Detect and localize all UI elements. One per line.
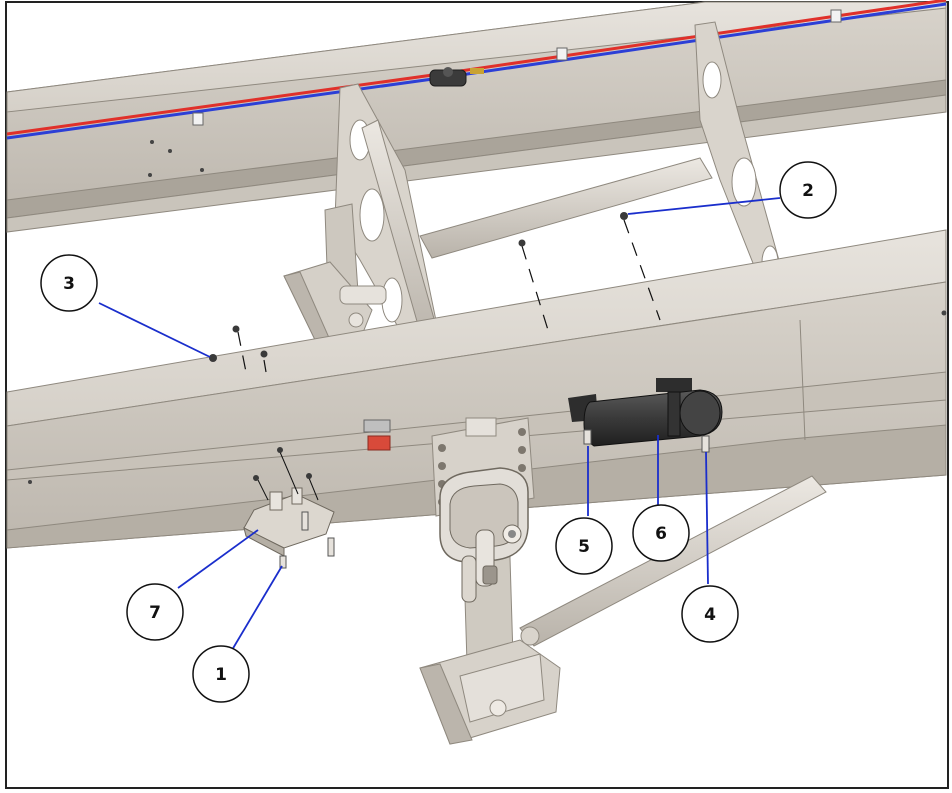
callout-6: 6	[632, 504, 690, 562]
callouts: 1 2 3 4 5 6 7	[40, 161, 837, 703]
leader-lines	[98, 197, 781, 651]
callout-7: 7	[126, 583, 184, 641]
air-cylinder	[568, 378, 723, 447]
line-clip	[192, 112, 204, 126]
front-landing-gear	[419, 417, 561, 745]
callout-5-label: 5	[578, 537, 590, 557]
rear-cross-tube	[419, 157, 713, 259]
warning-label	[367, 435, 391, 451]
air-lines	[6, 0, 947, 140]
rear-landing-gear	[283, 83, 441, 349]
line-clip	[830, 9, 842, 23]
fasteners	[209, 212, 710, 569]
callout-6-label: 6	[655, 524, 667, 544]
air-valve	[429, 67, 484, 87]
callout-3-label: 3	[63, 274, 75, 294]
callout-7-label: 7	[149, 603, 161, 623]
callout-5: 5	[555, 517, 613, 575]
line-clip	[556, 47, 568, 61]
callout-2: 2	[779, 161, 837, 219]
callout-1-label: 1	[215, 665, 227, 685]
callout-1: 1	[192, 645, 250, 703]
data-plate	[363, 419, 391, 433]
callout-3: 3	[40, 254, 98, 312]
callout-4: 4	[681, 585, 739, 643]
upper-beam-holes	[148, 140, 204, 177]
callout-4-label: 4	[704, 605, 716, 625]
callout-2-label: 2	[802, 181, 814, 201]
front-cross-tube	[519, 475, 827, 647]
